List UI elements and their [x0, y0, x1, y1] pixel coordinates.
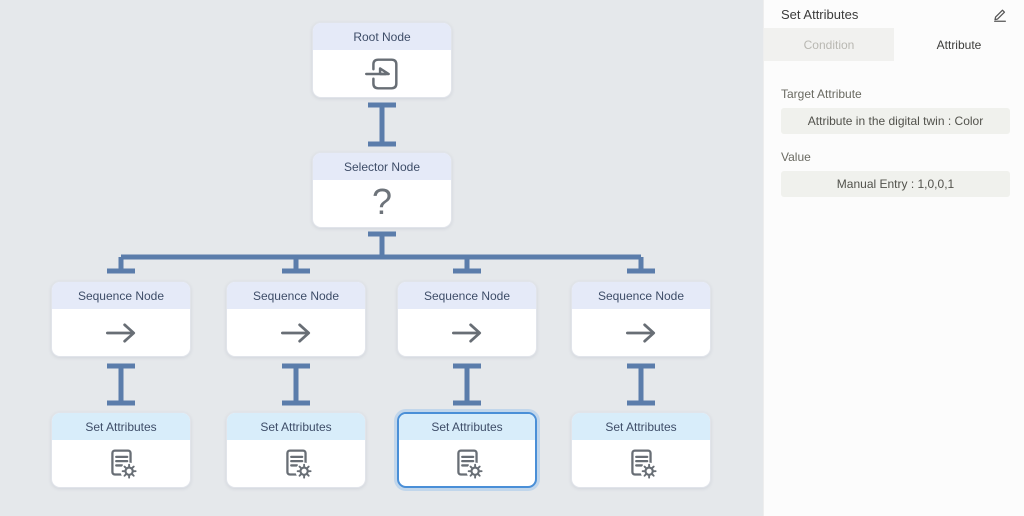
- node-set-attributes-3[interactable]: Set Attributes: [397, 412, 537, 488]
- node-sequence-1-title: Sequence Node: [52, 282, 190, 309]
- value-selector[interactable]: Manual Entry : 1,0,0,1: [781, 171, 1010, 197]
- panel-title: Set Attributes: [781, 6, 859, 22]
- properties-panel: Set Attributes Condition Attribute Targe…: [763, 0, 1024, 516]
- arrow-right-icon: [626, 322, 656, 343]
- arrow-right-icon: [106, 322, 136, 343]
- panel-content: Target Attribute Attribute in the digita…: [764, 61, 1024, 516]
- document-gear-icon: [286, 448, 313, 480]
- panel-tabs: Condition Attribute: [764, 28, 1024, 61]
- node-sequence-1[interactable]: Sequence Node: [51, 281, 191, 357]
- node-selector-title: Selector Node: [313, 153, 451, 180]
- arrow-right-icon: [452, 322, 482, 343]
- tree-canvas[interactable]: Root Node Selector Node ? Sequence Node: [0, 0, 763, 516]
- tree-connectors: [107, 102, 655, 406]
- node-root-title: Root Node: [313, 23, 451, 50]
- node-sequence-3[interactable]: Sequence Node: [397, 281, 537, 357]
- node-set-attributes-4[interactable]: Set Attributes: [571, 412, 711, 488]
- tab-condition[interactable]: Condition: [764, 28, 894, 61]
- document-gear-icon: [111, 448, 138, 480]
- enter-icon: [365, 57, 398, 90]
- document-gear-icon: [457, 448, 484, 480]
- node-set-attributes-1-title: Set Attributes: [52, 413, 190, 440]
- node-set-attributes-4-title: Set Attributes: [572, 413, 710, 440]
- edit-name-button[interactable]: [990, 4, 1010, 24]
- tab-attribute[interactable]: Attribute: [936, 37, 982, 52]
- node-root[interactable]: Root Node: [312, 22, 452, 98]
- question-icon: ?: [371, 180, 393, 222]
- node-sequence-2-title: Sequence Node: [227, 282, 365, 309]
- node-sequence-4-title: Sequence Node: [572, 282, 710, 309]
- node-selector[interactable]: Selector Node ?: [312, 152, 452, 228]
- node-set-attributes-2-title: Set Attributes: [227, 413, 365, 440]
- document-gear-icon: [631, 448, 658, 480]
- node-set-attributes-2[interactable]: Set Attributes: [226, 412, 366, 488]
- target-attribute-label: Target Attribute: [781, 87, 862, 101]
- node-sequence-3-title: Sequence Node: [398, 282, 536, 309]
- node-sequence-4[interactable]: Sequence Node: [571, 281, 711, 357]
- value-label: Value: [781, 150, 811, 164]
- arrow-right-icon: [281, 322, 311, 343]
- pencil-icon: [994, 9, 1006, 22]
- node-set-attributes-3-title: Set Attributes: [399, 414, 535, 440]
- target-attribute-selector[interactable]: Attribute in the digital twin : Color: [781, 108, 1010, 134]
- node-set-attributes-1[interactable]: Set Attributes: [51, 412, 191, 488]
- node-sequence-2[interactable]: Sequence Node: [226, 281, 366, 357]
